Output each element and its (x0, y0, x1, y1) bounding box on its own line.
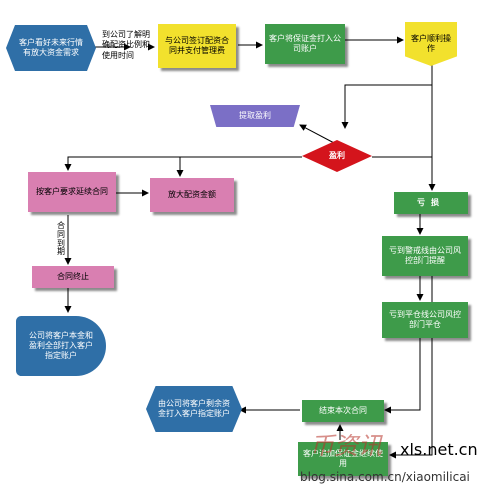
watermark-brand: 币资讯 (310, 432, 382, 460)
arrow-liquidation-to-end (384, 338, 421, 414)
node-end-contract: 结束本次合同 (302, 400, 384, 422)
node-withdraw-profit: 提取盈利 (210, 105, 300, 127)
node-sign-contract: 与公司签订配资合同并支付管理费 (158, 24, 236, 68)
label-contract-expire: 合同到期 (57, 221, 65, 257)
arrow-profit-to-withdraw (299, 124, 337, 145)
arrow-operate-to-profit (341, 84, 432, 129)
node-customer-bullish: 客户看好未来行情有放大资金需求 (6, 25, 96, 71)
node-learn-company: 到公司了解明确配资比例和使用时间 (102, 30, 150, 60)
node-contract-end: 合同终止 (32, 266, 114, 288)
node-extend-contract: 按客户要求延续合同 (28, 172, 116, 212)
node-return-remaining: 由公司将客户剩余资金打入客户指定账户 (146, 386, 242, 432)
node-smooth-operation: 客户顺利操作 (405, 22, 457, 66)
node-enlarge-amount: 放大配资金额 (150, 178, 234, 212)
node-return-all: 公司将客户本金和盈利全部打入客户指定账户 (16, 316, 106, 376)
watermark-blog: blog.sina.com.cn/xiaomilicai (300, 470, 470, 484)
node-add-margin: 客户追加保证金继续使用 (298, 442, 388, 476)
node-deposit-margin: 客户将保证金打入公司账户 (265, 24, 345, 64)
node-risk-warning: 亏到警戒线由公司风控部门提醒 (382, 236, 468, 276)
node-risk-liquidation: 亏到平仓线公司风控部门平仓 (382, 302, 468, 338)
watermark-site: xls.net.cn (400, 440, 478, 459)
node-loss: 亏损 (394, 192, 468, 214)
arrow-profit-to-extend (64, 156, 302, 171)
